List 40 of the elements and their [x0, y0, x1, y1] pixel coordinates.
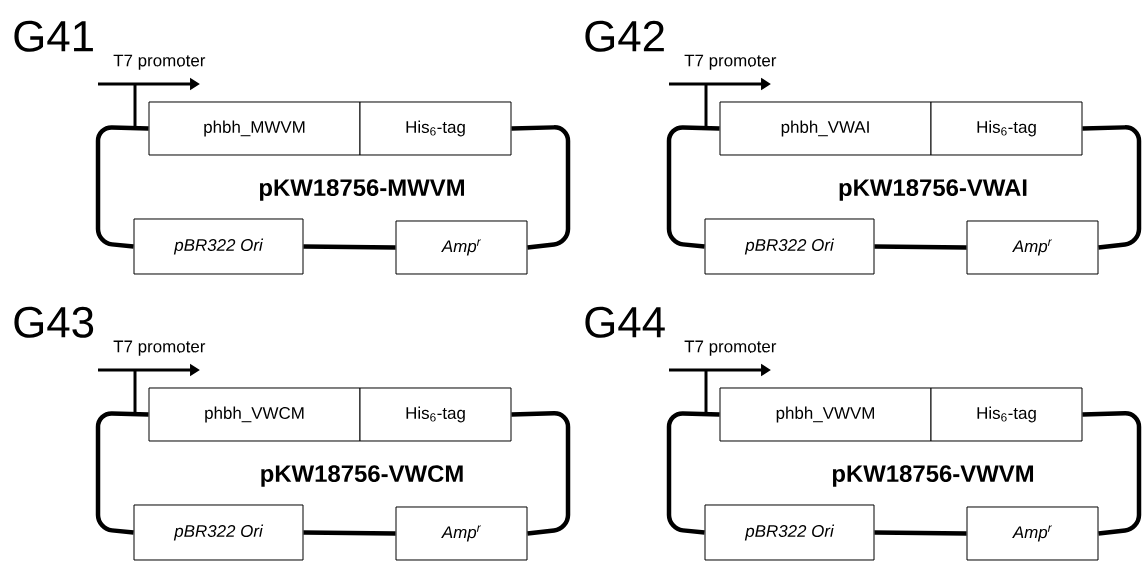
- plasmid-backbone: [666, 411, 720, 535]
- plasmid-backbone: [1082, 411, 1142, 536]
- element-box: Amp$^{r}$: [395, 220, 528, 275]
- plasmid-backbone: [666, 125, 720, 249]
- gene-box: phbh_VWVM: [719, 387, 932, 442]
- element-box: pBR322 Ori: [133, 504, 304, 561]
- plasmid-backbone: [511, 411, 571, 536]
- gene-box: phbh_VWCM: [148, 387, 361, 442]
- gene-box: His$_{6}$-tag: [930, 101, 1083, 156]
- plasmid-name: pKW18756-VWVM: [832, 465, 1033, 487]
- plasmid-backbone: [874, 244, 967, 250]
- promoter-label: T7 promoter: [113, 340, 206, 356]
- panel-label: G43: [14, 306, 94, 338]
- element-box: pBR322 Ori: [704, 218, 875, 275]
- gene-box: phbh_MWVM: [148, 101, 361, 156]
- promoter-label: T7 promoter: [113, 54, 206, 70]
- plasmid-backbone: [95, 125, 149, 249]
- element-box: Amp$^{r}$: [395, 506, 528, 561]
- promoter-label: T7 promoter: [684, 54, 777, 70]
- plasmid-backbone: [303, 244, 396, 250]
- panel-label: G41: [14, 20, 93, 52]
- gene-box: His$_{6}$-tag: [930, 387, 1083, 442]
- gene-box: His$_{6}$-tag: [359, 101, 512, 156]
- plasmid-name: pKW18756-VWAI: [839, 179, 1027, 201]
- plasmid-backbone: [303, 530, 396, 536]
- promoter-label: T7 promoter: [684, 340, 777, 356]
- element-box: Amp$^{r}$: [966, 220, 1099, 275]
- panel-label: G42: [585, 20, 664, 52]
- element-box: pBR322 Ori: [133, 218, 304, 275]
- plasmid-name: pKW18756-MWVM: [259, 179, 464, 201]
- gene-box: phbh_VWAI: [719, 101, 932, 156]
- panel-label: G44: [585, 306, 665, 338]
- element-box: pBR322 Ori: [704, 504, 875, 561]
- gene-box: His$_{6}$-tag: [359, 387, 512, 442]
- plasmid-backbone: [95, 411, 149, 535]
- plasmid-backbone: [1082, 125, 1142, 250]
- plasmid-backbone: [874, 530, 967, 536]
- element-box: Amp$^{r}$: [966, 506, 1099, 561]
- plasmid-backbone: [511, 125, 571, 250]
- plasmid-name: pKW18756-VWCM: [261, 465, 463, 487]
